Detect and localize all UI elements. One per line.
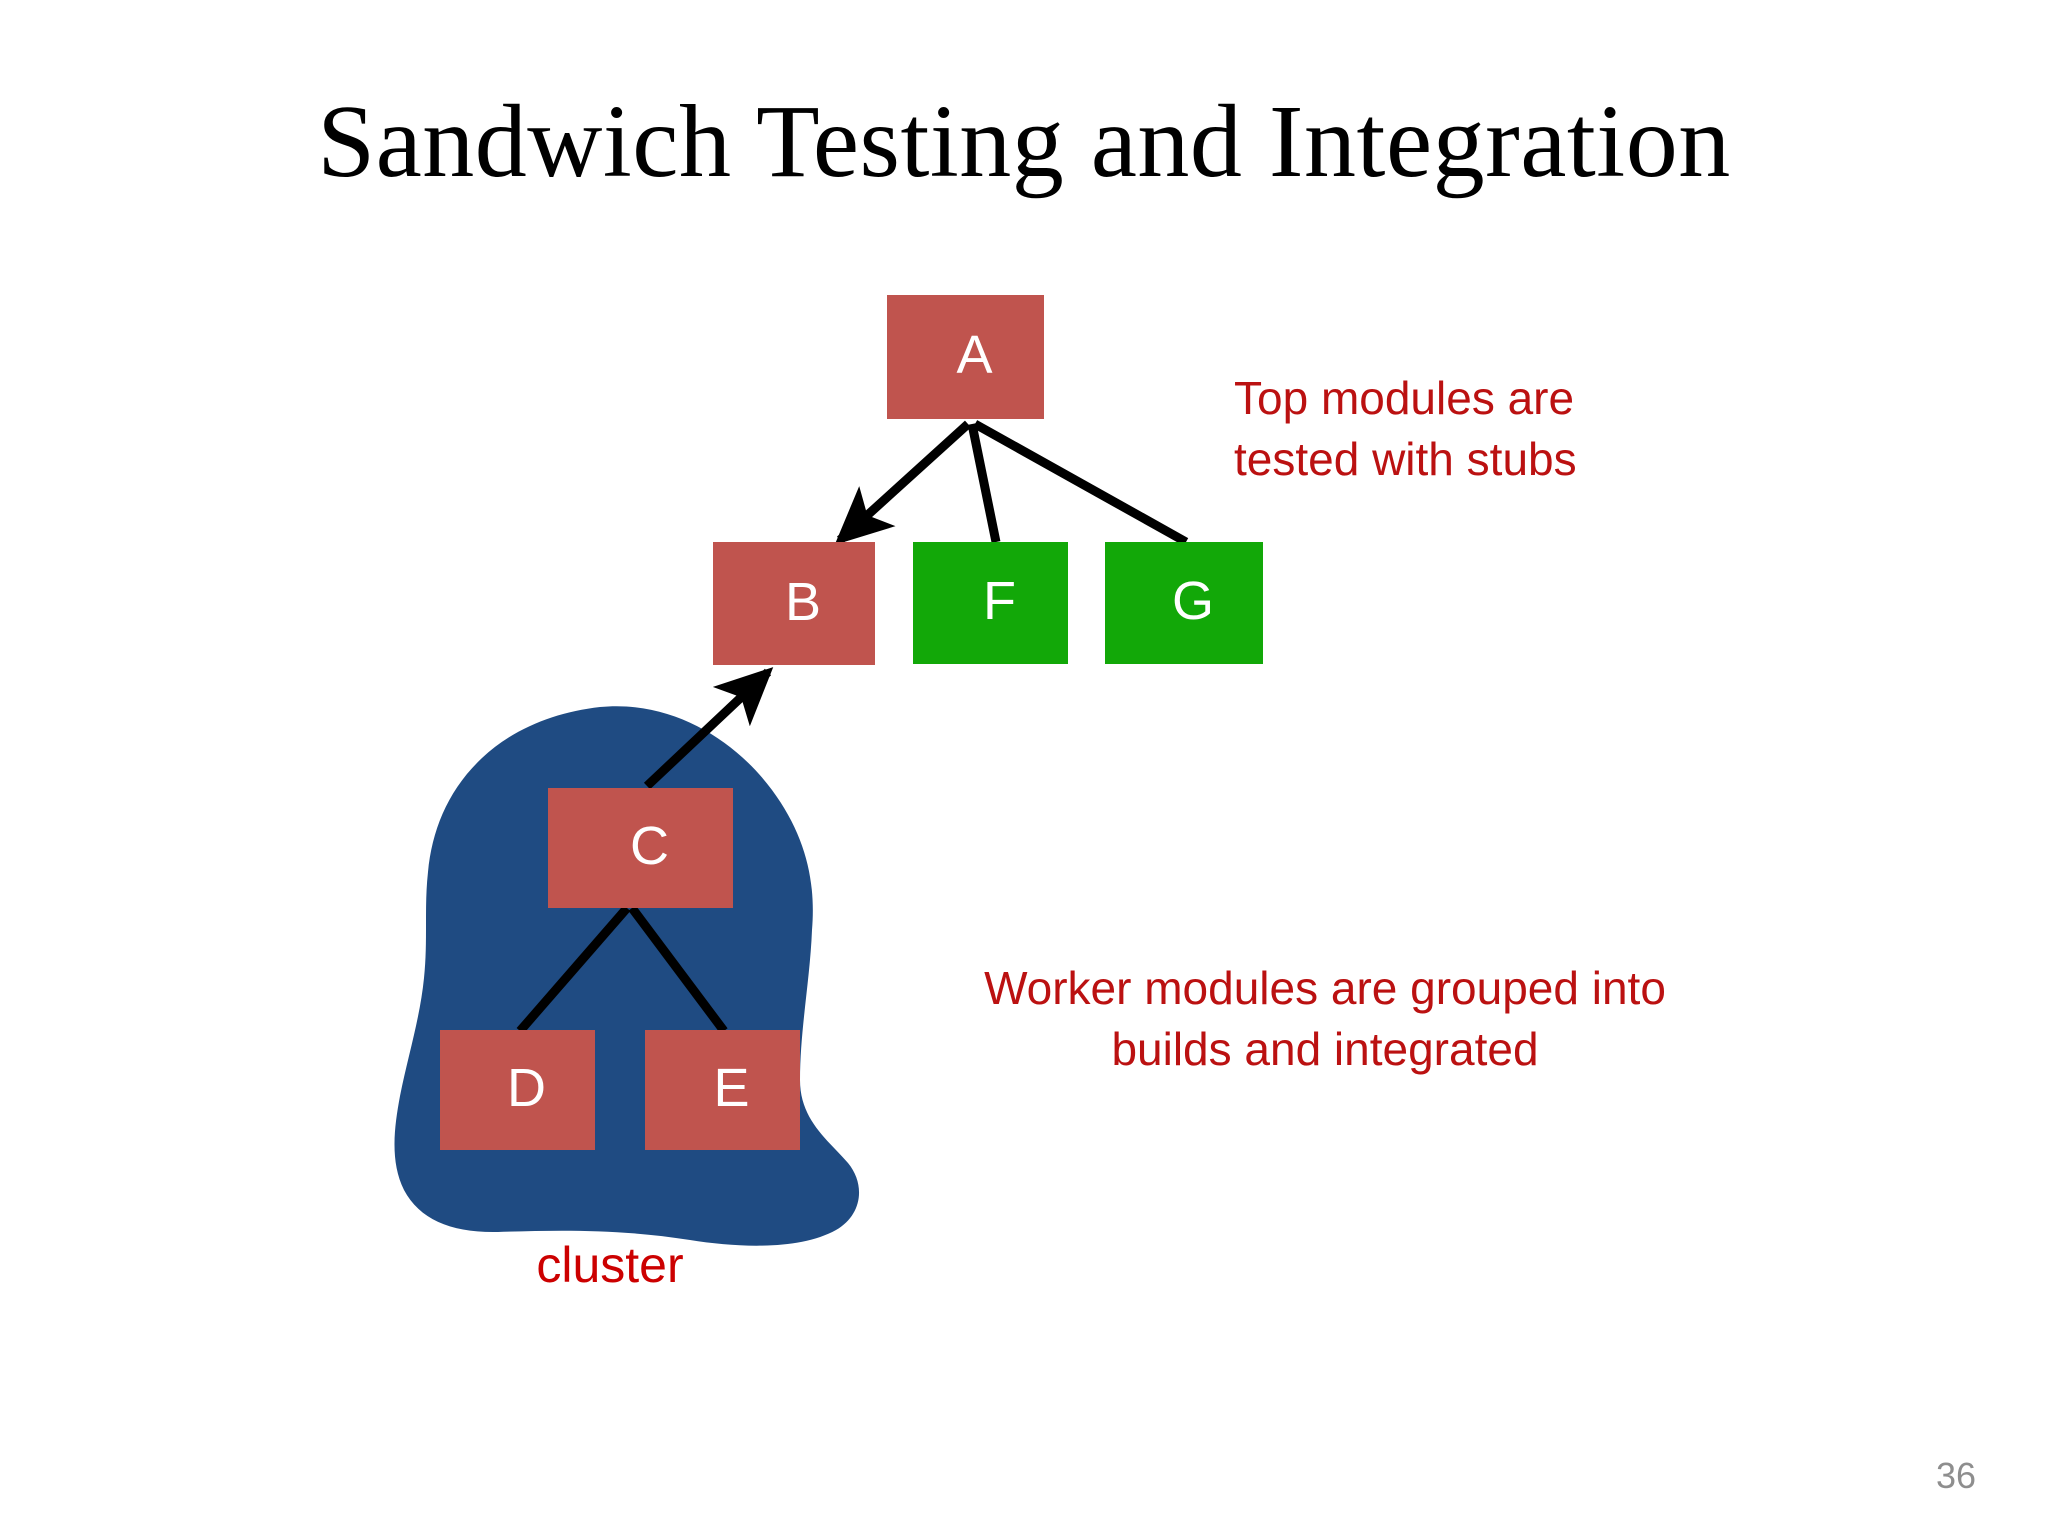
module-box-e[interactable]: E bbox=[645, 1030, 800, 1150]
edge-c-e bbox=[628, 905, 728, 1034]
edge-c-b bbox=[643, 667, 774, 790]
module-box-f[interactable]: F bbox=[913, 542, 1068, 664]
module-label-f: F bbox=[983, 571, 1016, 631]
module-label-e: E bbox=[713, 1058, 750, 1118]
module-label-g: G bbox=[1171, 571, 1214, 631]
annotation-top-modules: Top modules are tested with stubs bbox=[1234, 372, 1577, 485]
module-label-a: A bbox=[956, 325, 993, 385]
edge-a-f bbox=[967, 423, 1001, 543]
module-box-c[interactable]: C bbox=[548, 788, 733, 908]
edge-a-b bbox=[834, 420, 972, 545]
page-title: Sandwich Testing and Integration bbox=[317, 84, 1731, 199]
module-box-b[interactable]: B bbox=[713, 542, 875, 665]
edge-c-d bbox=[516, 905, 631, 1034]
edge-a-g bbox=[972, 420, 1189, 546]
module-box-g[interactable]: G bbox=[1105, 542, 1263, 664]
module-label-d: D bbox=[507, 1058, 546, 1118]
page-number: 36 bbox=[1935, 1455, 1976, 1496]
module-label-c: C bbox=[630, 816, 669, 876]
module-label-b: B bbox=[784, 571, 822, 632]
annotation-worker-modules: Worker modules are grouped into builds a… bbox=[984, 962, 1666, 1075]
module-box-d[interactable]: D bbox=[440, 1030, 595, 1150]
module-box-a[interactable]: A bbox=[887, 295, 1044, 419]
cluster-label: cluster bbox=[536, 1237, 684, 1293]
